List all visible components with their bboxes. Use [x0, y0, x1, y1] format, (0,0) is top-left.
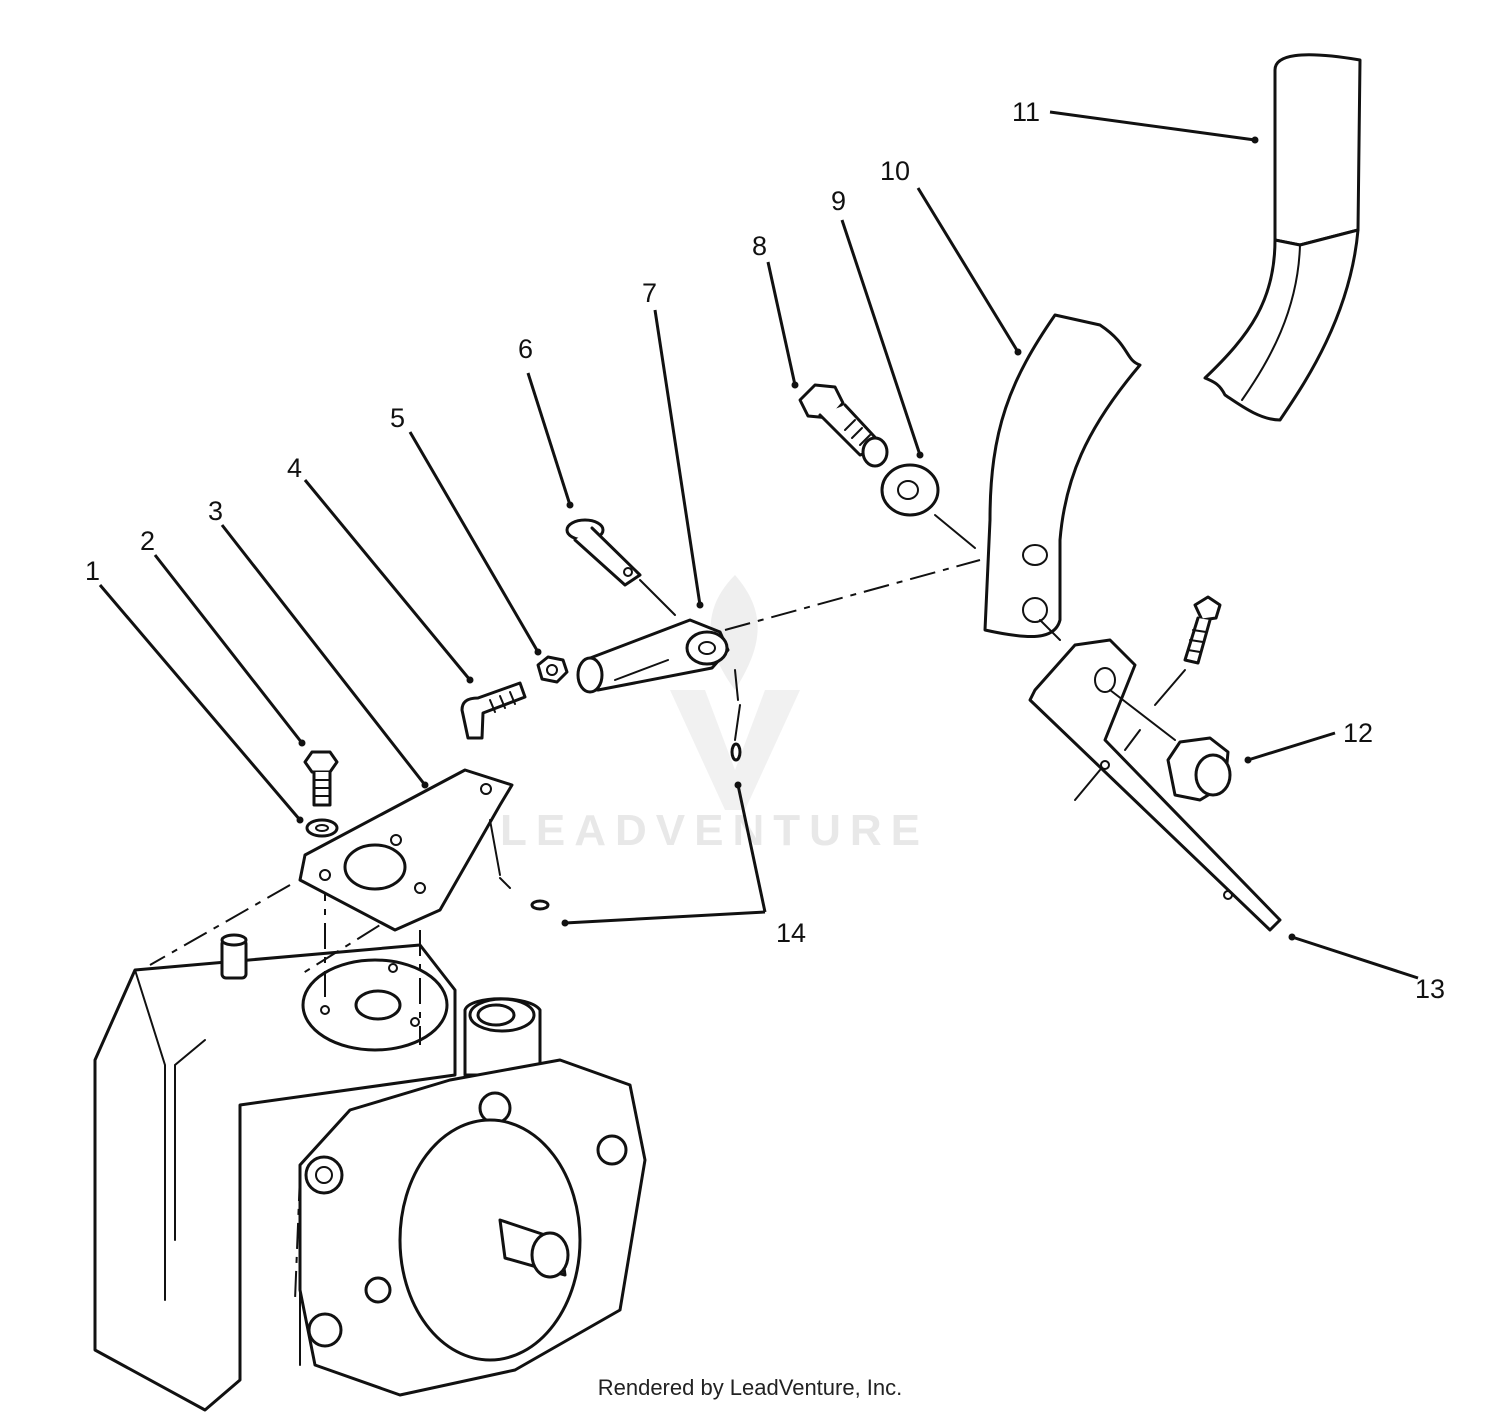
washer-part-9 — [880, 463, 940, 517]
render-credit: Rendered by LeadVenture, Inc. — [597, 1375, 903, 1400]
callout-9: 9 — [831, 186, 846, 216]
dowel-pin — [220, 933, 248, 980]
leader-dots — [296, 136, 1296, 941]
clevis-part-7 — [576, 618, 730, 694]
bolt-part-8 — [798, 383, 889, 468]
rod-part-4 — [460, 681, 527, 740]
bolt-near-12 — [1183, 595, 1222, 665]
link-arm-part-13 — [1028, 638, 1282, 932]
leader-lines — [98, 110, 1419, 980]
washer-part-1 — [305, 818, 339, 838]
pump-assembly — [93, 943, 647, 1412]
callout-2: 2 — [140, 526, 155, 556]
callout-11: 11 — [1012, 97, 1040, 127]
handle-grip-part-11 — [1203, 53, 1362, 422]
callout-labels: 1 2 3 4 5 6 7 8 9 10 11 12 13 14 — [85, 97, 1445, 1004]
watermark-text: LEADVENTURE — [500, 806, 929, 855]
lock-nut-part-12 — [1166, 736, 1232, 802]
callout-12: 12 — [1343, 718, 1373, 748]
callout-8: 8 — [752, 231, 767, 261]
nut-part-5 — [536, 655, 569, 684]
callout-14: 14 — [776, 918, 806, 948]
callout-1: 1 — [85, 556, 100, 586]
callout-4: 4 — [287, 453, 302, 483]
cotter-pins — [489, 669, 742, 911]
callout-6: 6 — [518, 334, 533, 364]
clevis-pin-part-6 — [565, 518, 642, 587]
mounting-plate — [298, 768, 514, 932]
control-lever-part-10 — [983, 313, 1142, 641]
leadventure-watermark: LEADVENTURE — [500, 575, 929, 855]
callout-7: 7 — [642, 278, 657, 308]
callout-3: 3 — [208, 496, 223, 526]
callout-5: 5 — [390, 403, 405, 433]
bolt-part-2 — [303, 750, 339, 807]
callout-13: 13 — [1415, 974, 1445, 1004]
callout-10: 10 — [880, 156, 910, 186]
